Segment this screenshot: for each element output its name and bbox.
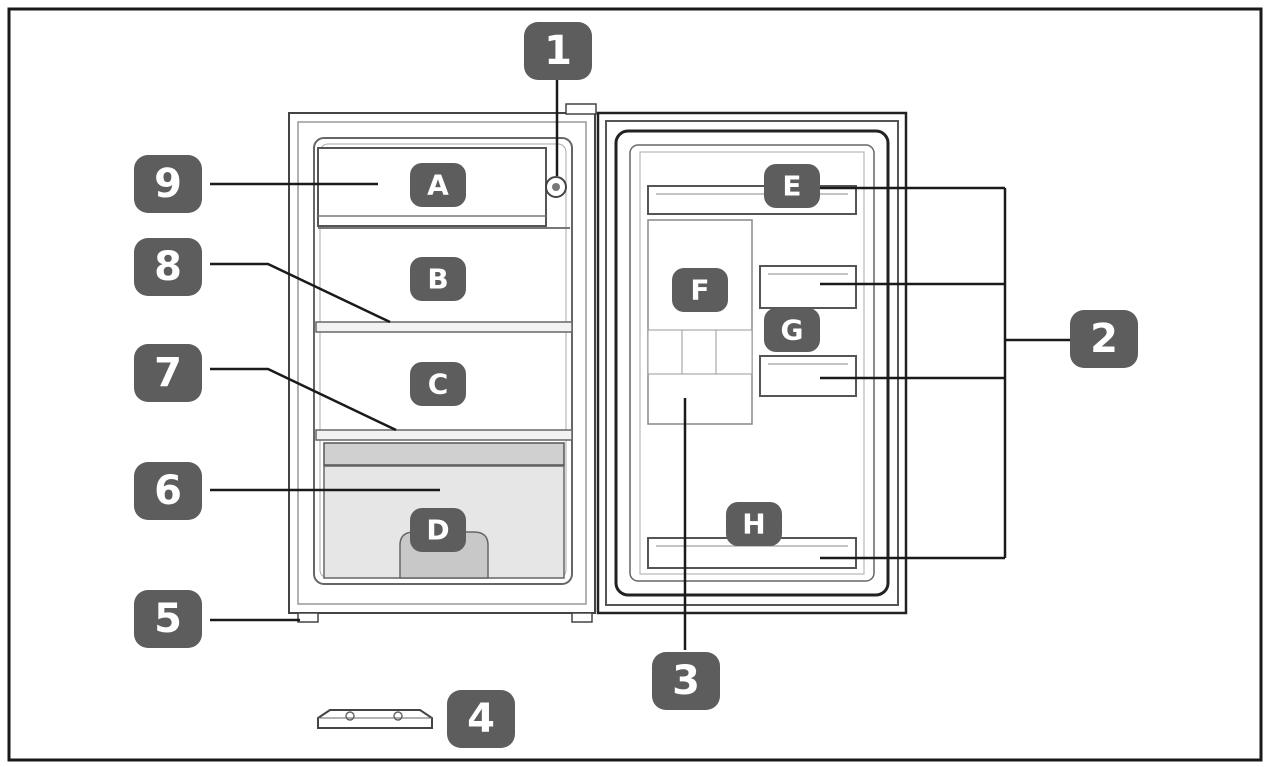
callout-3: 3 [652,652,720,710]
callout-4: 4 [447,690,515,748]
shelf-upper [315,321,573,333]
svg-text:4: 4 [467,696,495,742]
label-H: H [726,502,782,546]
spare-foot-part [317,709,433,729]
svg-text:F: F [690,274,709,307]
crisper-cover [323,442,565,466]
svg-text:C: C [428,368,449,401]
shelf-lower [315,429,573,441]
label-C: C [410,362,466,406]
svg-text:8: 8 [154,244,182,290]
callout-8: 8 [134,238,202,296]
svg-text:5: 5 [154,596,182,642]
label-E: E [764,164,820,208]
fridge-door [596,111,908,615]
leveling-foot-right [571,612,593,623]
leader-lines [210,78,1070,650]
svg-text:9: 9 [154,161,182,207]
label-G: G [764,308,820,352]
svg-text:E: E [782,170,801,203]
svg-text:G: G [781,314,804,347]
callout-9: 9 [134,155,202,213]
svg-text:H: H [742,508,765,541]
svg-text:3: 3 [672,658,700,704]
egg-tray [647,219,753,425]
callout-2: 2 [1070,310,1138,368]
svg-text:A: A [427,169,449,202]
label-A: A [410,163,466,207]
callout-7: 7 [134,344,202,402]
door-bin-upper [759,265,857,309]
callout-1: 1 [524,22,592,80]
callout-5: 5 [134,590,202,648]
svg-text:B: B [427,263,448,296]
leveling-foot-left [297,612,319,623]
svg-text:D: D [426,514,449,547]
svg-text:7: 7 [154,350,182,396]
label-F: F [672,268,728,312]
svg-text:1: 1 [544,28,572,74]
door-bin-top [647,185,857,215]
svg-text:2: 2 [1090,316,1118,362]
svg-text:6: 6 [154,468,182,514]
label-D: D [410,508,466,552]
label-B: B [410,257,466,301]
door-bin-lower [759,355,857,397]
callout-6: 6 [134,462,202,520]
